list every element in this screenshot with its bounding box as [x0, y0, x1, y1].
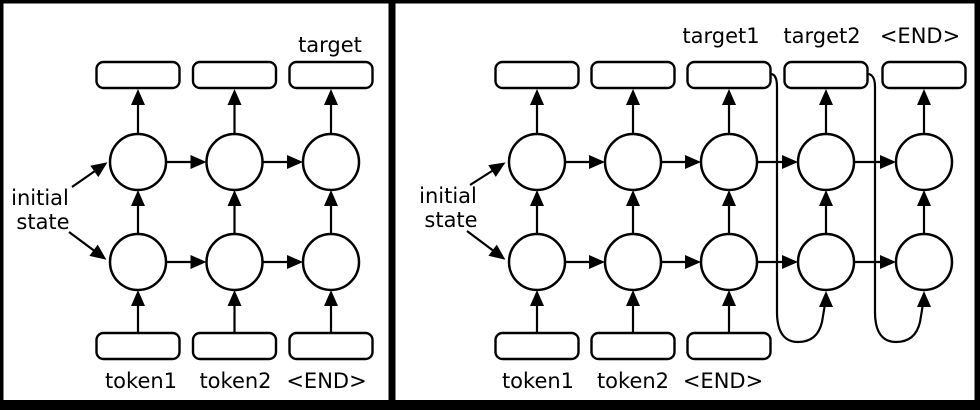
- rnn-cell: [603, 132, 663, 192]
- initial-state-label-line1: initial: [419, 184, 477, 208]
- input-box: [191, 331, 278, 361]
- rnn-cell: [796, 232, 856, 292]
- rnn-cell: [603, 232, 663, 292]
- end-token-label: <END>: [683, 369, 763, 393]
- rnn-cell: [699, 232, 759, 292]
- end-token-label: <END>: [286, 369, 366, 393]
- rnn-cell: [894, 232, 954, 292]
- end-output-label: <END>: [880, 24, 960, 48]
- initial-state-arrow: [466, 230, 506, 260]
- input-box: [95, 331, 181, 361]
- rnn-cell: [894, 132, 954, 192]
- input-box: [494, 331, 580, 361]
- feedback-arrowhead: [819, 291, 833, 307]
- rnn-cell: [796, 132, 856, 192]
- right-panel-border: [392, 0, 978, 403]
- feedback-connection: [867, 72, 924, 344]
- rnn-cell: [108, 232, 168, 292]
- target-label: target: [298, 33, 362, 57]
- output-box: [686, 60, 772, 90]
- rnn-cell: [108, 132, 168, 192]
- token1-label: token1: [502, 369, 574, 393]
- initial-state-arrow: [68, 231, 107, 260]
- bottom-border-strip: [0, 402, 979, 410]
- target1-label: target1: [682, 24, 759, 48]
- output-box: [95, 60, 181, 90]
- output-box: [494, 60, 580, 90]
- rnn-cell: [205, 232, 264, 292]
- token2-label: token2: [199, 369, 271, 393]
- rnn-cell: [301, 132, 361, 192]
- input-box: [590, 331, 676, 361]
- initial-state-arrow: [469, 162, 506, 186]
- initial-state-label-line2: state: [424, 208, 477, 232]
- input-box: [288, 331, 374, 361]
- output-box: [590, 60, 676, 90]
- rnn-cell: [699, 132, 759, 192]
- rnn-cell: [507, 232, 567, 292]
- token1-label: token1: [105, 369, 177, 393]
- rnn-cell: [301, 232, 361, 292]
- initial-state-arrow: [71, 162, 108, 188]
- input-box: [686, 331, 772, 361]
- initial-state-label-line2: state: [16, 210, 69, 234]
- output-box: [191, 60, 278, 90]
- left-panel: target token1 token2 <END> initial state: [0, 0, 392, 403]
- output-box: [783, 60, 869, 90]
- token2-label: token2: [597, 369, 669, 393]
- right-panel: target1 target2 <END> token1 token2 <END…: [392, 0, 978, 403]
- target2-label: target2: [783, 24, 860, 48]
- feedback-connection: [770, 72, 826, 344]
- output-box: [881, 60, 967, 90]
- rnn-cell: [507, 132, 567, 192]
- feedback-arrowhead: [917, 291, 931, 307]
- rnn-cell: [205, 132, 264, 192]
- initial-state-label-line1: initial: [11, 186, 69, 210]
- output-box: [288, 60, 374, 90]
